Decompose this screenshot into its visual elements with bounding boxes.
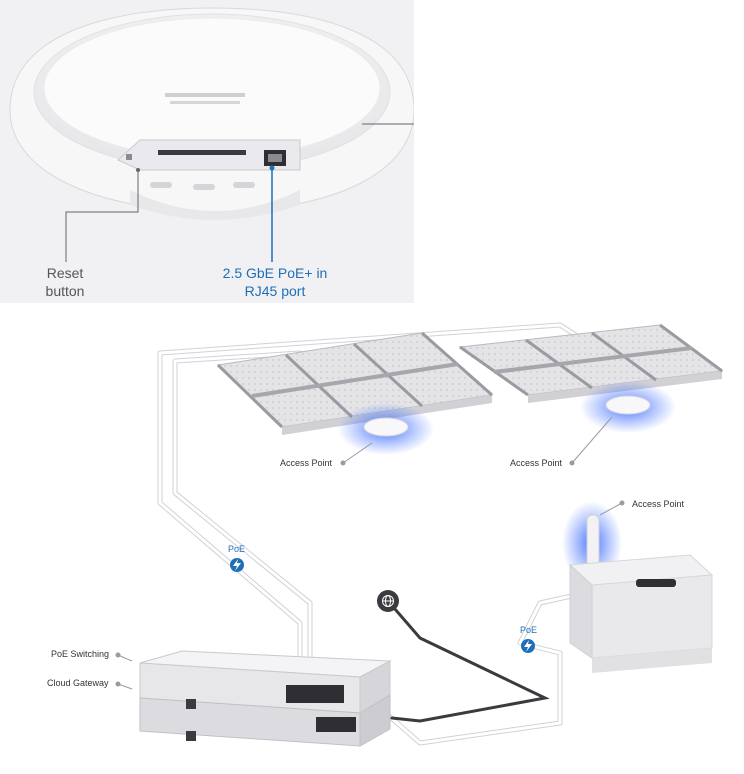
reset-callout-line [65,170,139,262]
access-point-right [605,395,651,415]
port-label-line2: RJ45 port [244,283,306,299]
network-diagram: Access Point Access Point Access Point P… [0,303,744,774]
ap-label-left: Access Point [280,458,333,468]
reset-label-line2: button [45,283,85,299]
reset-button [126,154,132,160]
access-point-outdoor [586,514,600,568]
outdoor-enclosure [568,554,714,673]
port-label-line1: 2.5 GbE PoE+ in [222,265,328,281]
lightning-icon [230,558,244,572]
leader-lines [115,416,625,690]
product-closeup: Reset button 2.5 GbE PoE+ in RJ45 port [0,0,414,303]
poe-cables [157,322,623,746]
reset-label-line1: Reset [46,265,84,281]
poe-switching-label: PoE Switching [51,649,110,659]
ap-label-outdoor: Access Point [632,499,685,509]
poe-label-right: PoE [520,625,538,635]
port-label: 2.5 GbE PoE+ in RJ45 port [200,264,350,300]
network-stack [139,650,392,747]
reset-button-label: Reset button [20,264,110,300]
internet-cable [386,599,550,723]
globe-icon [377,590,399,612]
cloud-gateway-label: Cloud Gateway [47,678,109,688]
access-point-illustration [9,7,414,262]
ap-label-right: Access Point [510,458,563,468]
access-point-left [363,417,409,437]
lightning-icon [521,639,535,653]
poe-label-left: PoE [228,544,246,554]
network-illustration [115,322,724,747]
